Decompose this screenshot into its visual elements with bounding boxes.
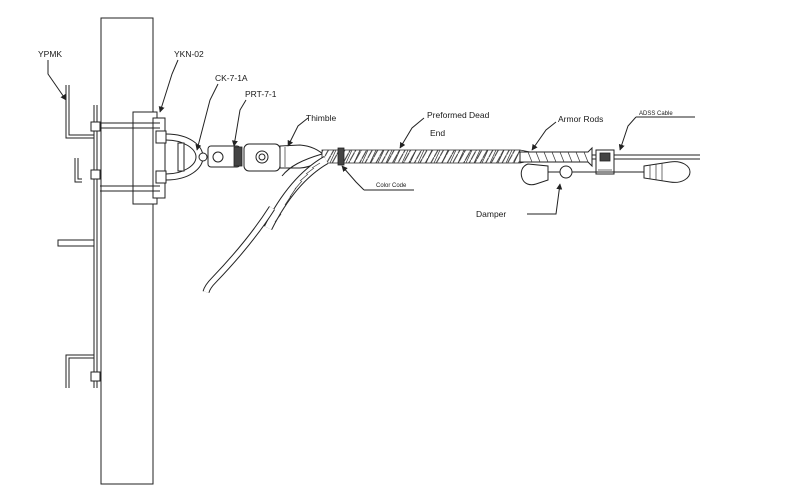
label-preformed-dead-end-line2: End — [430, 128, 445, 138]
cable-drop — [202, 206, 275, 294]
prt-7-1-link — [207, 143, 281, 172]
label-adss-cable: ADSS Cable — [639, 111, 673, 117]
leader-lines — [47, 59, 695, 215]
color-code-band — [337, 147, 345, 166]
label-preformed-dead-end-line1: Preformed Dead — [427, 110, 490, 120]
label-thimble: Thimble — [306, 113, 337, 123]
label-armor-rods: Armor Rods — [558, 114, 603, 124]
label-ck-7-1a: CK-7-1A — [215, 73, 248, 83]
label-color-code: Color Code — [376, 183, 407, 189]
label-ypmk: YPMK — [38, 49, 62, 59]
preformed-dead-end — [321, 149, 531, 164]
adss-cable — [592, 149, 700, 175]
label-damper: Damper — [476, 209, 506, 219]
label-prt-7-1: PRT-7-1 — [245, 89, 277, 99]
label-ykn-02: YKN-02 — [174, 49, 204, 59]
preformed-rod-legs — [263, 153, 329, 231]
pole — [100, 17, 154, 485]
ck-7-1a-shackle — [165, 133, 208, 181]
ypmk-pole-band — [57, 85, 101, 388]
damper — [520, 161, 691, 186]
armor-rods — [519, 146, 593, 168]
labels: YPMK YKN-02 CK-7-1A PRT-7-1 Thimble Pref… — [38, 49, 673, 219]
ykn-02-bracket — [100, 111, 167, 205]
